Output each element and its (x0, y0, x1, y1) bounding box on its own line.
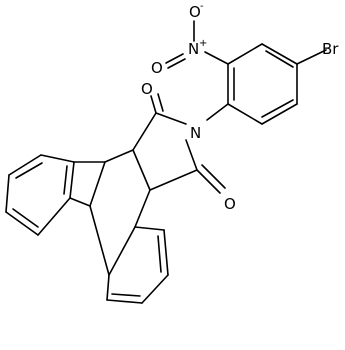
bond (63, 165, 68, 195)
bond (69, 197, 91, 207)
bonds (5, 20, 327, 304)
bond (167, 58, 186, 69)
bond (69, 161, 75, 199)
bond (227, 43, 263, 65)
bond (227, 103, 263, 125)
bond (265, 50, 294, 68)
bond (261, 103, 298, 125)
bond (296, 49, 327, 65)
bond (15, 162, 43, 179)
bond (150, 95, 157, 114)
bond (5, 174, 10, 213)
bond (134, 226, 165, 231)
atom-label-carbonyl-oxygen-lower: O (224, 195, 236, 213)
bond (134, 189, 151, 228)
bond (37, 197, 71, 236)
atom-label-nitro-oxygen-side: O (151, 59, 163, 77)
bond (106, 299, 143, 304)
atom-label-nitro-nitrogen: N (188, 40, 199, 58)
charge-minus: - (200, 1, 204, 12)
bond (157, 235, 162, 273)
bond (155, 112, 187, 125)
bond (104, 149, 134, 163)
bond (206, 103, 229, 121)
atom-label-carbonyl-oxygen-upper: O (141, 80, 153, 98)
bond (201, 164, 226, 189)
bond (196, 169, 221, 194)
bond (204, 51, 229, 65)
bond (132, 149, 151, 191)
charge-plus: + (199, 38, 207, 49)
bond (185, 139, 198, 171)
bond (8, 154, 42, 176)
atom-labels: O - N + O Br N O O (141, 1, 339, 213)
bond (12, 208, 39, 228)
bond (132, 112, 157, 151)
atom-label-imide-nitrogen: N (190, 124, 201, 142)
bond (165, 53, 184, 64)
bond (163, 229, 169, 276)
atom-label-bromine: Br (322, 40, 339, 58)
bond (106, 274, 110, 301)
bond (108, 226, 136, 276)
bond (111, 293, 141, 297)
bond (5, 211, 39, 236)
bond (261, 99, 294, 118)
bond (89, 205, 110, 276)
bond (89, 161, 106, 207)
bond (40, 154, 75, 163)
bond (261, 43, 298, 65)
bond (141, 274, 169, 304)
atom-label-nitro-oxygen-top: O (189, 3, 201, 21)
bond (149, 169, 198, 191)
bond (157, 93, 164, 112)
